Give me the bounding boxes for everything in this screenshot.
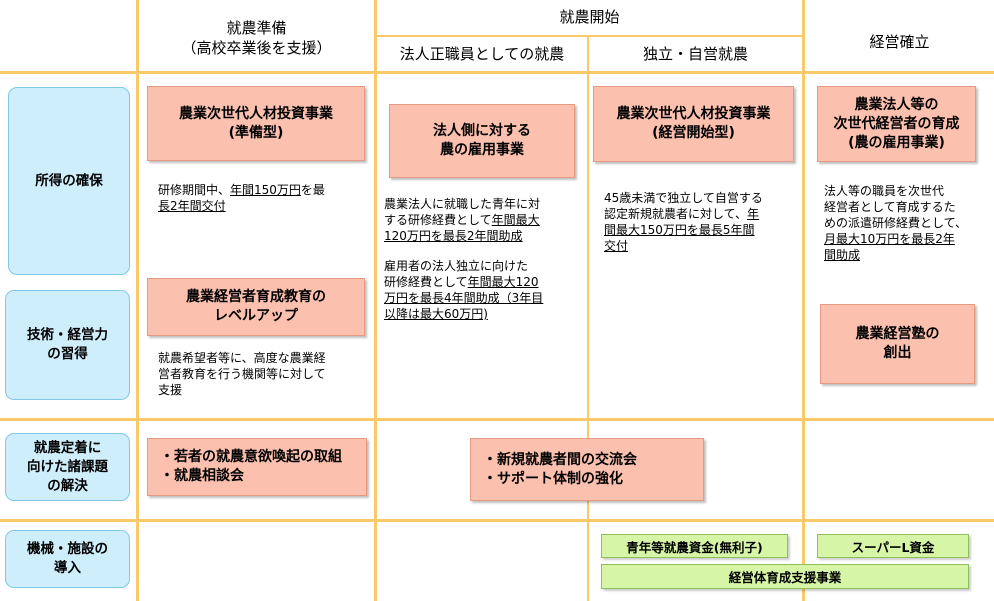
grid-line-h-sub xyxy=(376,35,803,37)
desc-est-income: 法人等の職員を次世代 経営者として育成するた めの派遣研修経費として、 月最大1… xyxy=(824,184,968,262)
row-label-income: 所得の確保 xyxy=(8,87,130,275)
box-indep-next-gen-investment: 農業次世代人材投資事業 (経営開始型) xyxy=(593,86,794,162)
desc-prep-income: 研修期間中、年間150万円を最 長2年間交付 xyxy=(158,183,325,213)
box-settle-start: ・新規就農者間の交流会 ・サポート体制の強化 xyxy=(470,438,704,501)
box-est-management-school: 農業経営塾の 創出 xyxy=(820,304,975,384)
header-establish: 経営確立 xyxy=(869,33,930,51)
desc-prep-skill: 就農希望者等に、高度な農業経 営者教育を行う機関等に対して 支援 xyxy=(158,351,326,397)
grid-line-h3 xyxy=(0,519,994,522)
header-start-corp: 法人正職員としての就農 xyxy=(399,45,565,63)
header-start: 就農開始 xyxy=(559,8,620,26)
box-settle-prep: ・若者の就農意欲喚起の取組 ・就農相談会 xyxy=(147,438,367,496)
grid-line-h2 xyxy=(0,418,994,421)
box-est-successor-training: 農業法人等の 次世代経営者の育成 (農の雇用事業) xyxy=(817,86,976,162)
row-label-skills: 技術・経営力 の習得 xyxy=(5,290,130,400)
header-prep-title: 就農準備 xyxy=(226,19,287,37)
grid-line-v2 xyxy=(374,0,377,601)
grid-line-v1 xyxy=(136,0,139,601)
box-corp-employment: 法人側に対する 農の雇用事業 xyxy=(389,104,575,178)
row-label-settle: 就農定着に 向けた諸課題 の解決 xyxy=(5,433,130,501)
box-youth-farming-fund: 青年等就農資金(無利子) xyxy=(601,534,788,558)
grid-line-h1 xyxy=(0,71,994,74)
box-super-l-fund: スーパーL資金 xyxy=(817,534,969,558)
grid-line-v4 xyxy=(802,0,805,601)
box-prep-education-upgrade: 農業経営者育成教育の レベルアップ xyxy=(147,278,365,336)
row-label-equip: 機械・施設の 導入 xyxy=(5,530,130,588)
box-prep-next-gen-investment: 農業次世代人材投資事業 (準備型) xyxy=(147,86,365,161)
box-management-support: 経営体育成支援事業 xyxy=(601,564,969,589)
header-prep-sub: （高校卒業後を支援） xyxy=(181,39,332,57)
desc-corp-income-1: 農業法人に就職した青年に対 する研修経費として年間最大 120万円を最長2年間助… xyxy=(384,197,541,243)
desc-corp-income-2: 雇用者の法人独立に向けた 研修経費として年間最大120 万円を最長4年間助成（3… xyxy=(384,259,544,321)
desc-indep-income: 45歳未満で独立して自営する 認定新規就農者に対して、年 間最大150万円を最長… xyxy=(604,191,763,253)
grid-line-v3 xyxy=(587,36,589,601)
header-start-indep: 独立・自営就農 xyxy=(642,45,748,63)
header-prep: 就農準備 （高校卒業後を支援） xyxy=(139,18,374,58)
